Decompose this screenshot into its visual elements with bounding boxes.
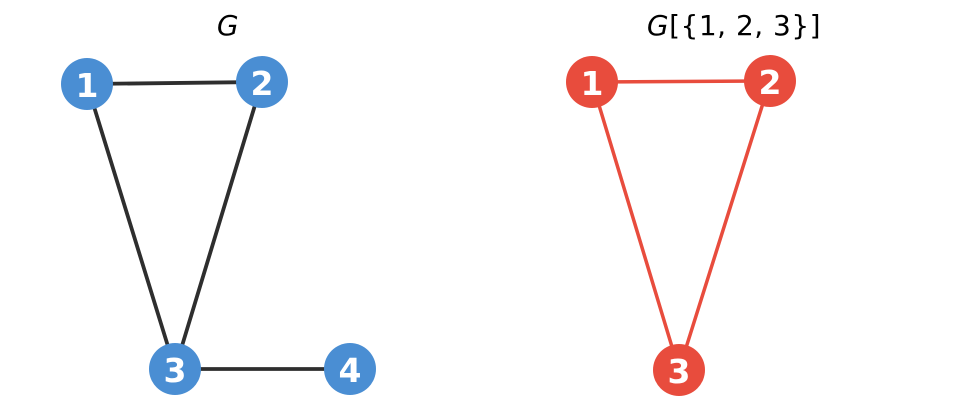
graph-node-2: 2 xyxy=(744,55,796,107)
graph-edge-1-2 xyxy=(590,79,772,84)
graph-title-induced-subgraph: G[{1, 2, 3}] xyxy=(646,9,822,42)
graph-node-3: 3 xyxy=(149,343,201,395)
graph-title-induced-rest-part: [{1, 2, 3}] xyxy=(669,9,822,42)
graph-edge-1-3 xyxy=(590,80,681,372)
graph-node-label: 2 xyxy=(759,63,782,102)
graph-node-label: 3 xyxy=(668,352,691,391)
graph-title-G-italic-part: G xyxy=(216,9,240,42)
graph-node-4: 4 xyxy=(324,343,376,395)
graph-edge-1-2 xyxy=(85,80,264,86)
graph-node-label: 1 xyxy=(581,64,604,103)
graph-node-circle xyxy=(566,56,618,108)
graph-title-G: G xyxy=(216,9,240,42)
graph-node-1: 1 xyxy=(566,56,618,108)
graph-node-circle xyxy=(149,343,201,395)
graph-node-circle xyxy=(236,56,288,108)
graph-node-circle xyxy=(324,343,376,395)
graph-node-circle xyxy=(744,55,796,107)
graph-node-label: 2 xyxy=(251,64,274,103)
graph-node-circle xyxy=(61,58,113,110)
graph-node-1: 1 xyxy=(61,58,113,110)
graph-node-circle xyxy=(653,344,705,396)
graph-node-label: 3 xyxy=(164,351,187,390)
graph-node-2: 2 xyxy=(236,56,288,108)
graph-title-induced-italic-part: G xyxy=(646,9,670,42)
graph-G-induced-subgraph: 1 2 3 xyxy=(566,55,796,396)
graph-node-label: 4 xyxy=(339,351,362,390)
graph-G: 1 2 3 4 xyxy=(61,56,376,395)
graph-edge-1-3 xyxy=(85,82,177,371)
graph-node-3: 3 xyxy=(653,344,705,396)
graph-node-label: 1 xyxy=(76,66,99,105)
graph-edge-2-3 xyxy=(677,79,772,372)
graph-edge-2-3 xyxy=(173,80,264,371)
